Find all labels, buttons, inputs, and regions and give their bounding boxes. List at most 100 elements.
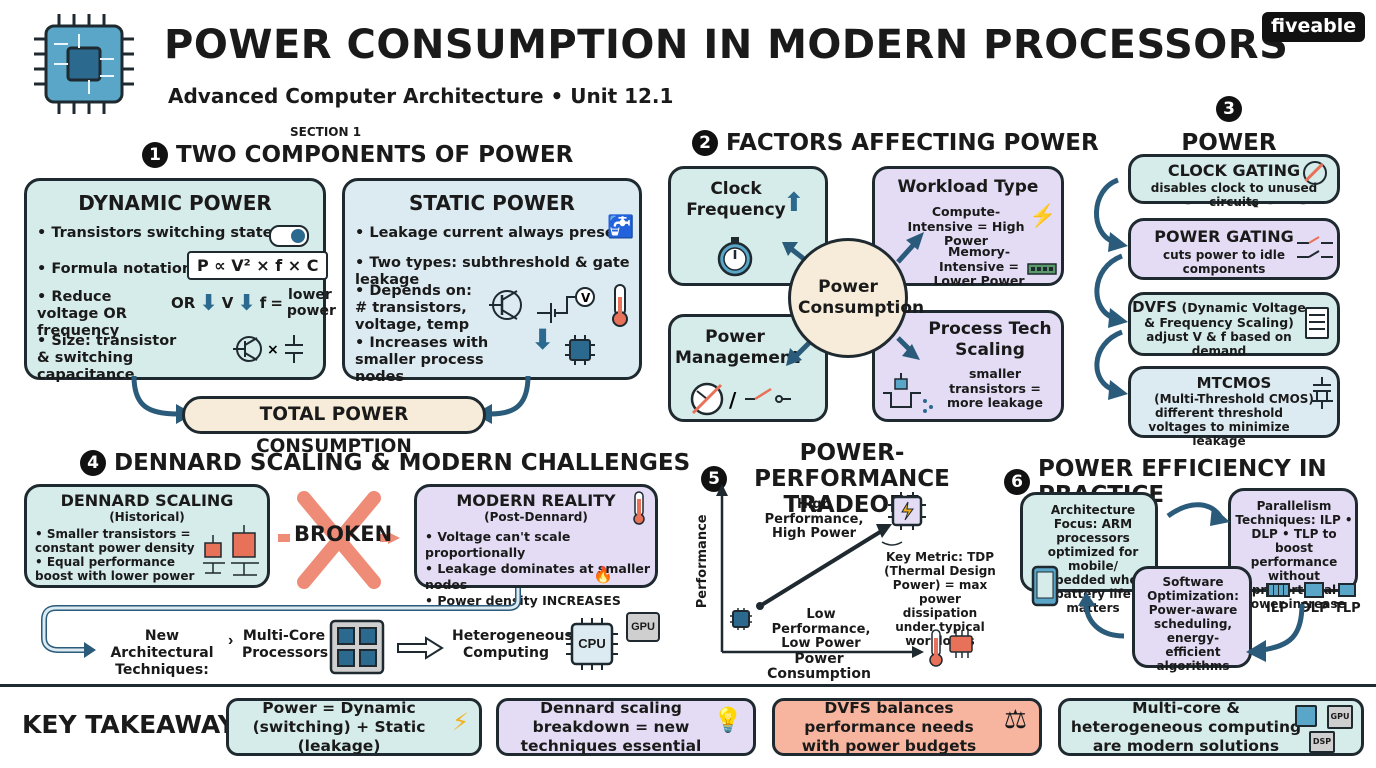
formula-box: P ∝ V² × f × C	[187, 251, 329, 280]
broken-cross-icon	[278, 491, 400, 589]
high-power-chip-icon	[888, 492, 926, 530]
multi-core-icon	[329, 619, 385, 675]
dlp-label: DLP	[1300, 601, 1329, 616]
takeaway-card-multicore: Multi-core & heterogeneous computing are…	[1058, 698, 1364, 756]
dynamic-item: • Formula notation:	[37, 261, 198, 277]
memory-stick-icon	[1027, 263, 1057, 275]
dynamic-item: • Transistors switching states	[37, 225, 282, 241]
brand-logo[interactable]: fiveable	[1262, 12, 1366, 42]
clock-gating-card[interactable]: CLOCK GATING disables clock to unused ci…	[1128, 154, 1340, 209]
cpu-chip-icon: CPU	[566, 618, 618, 670]
arrow-up-icon: ⬆	[783, 187, 805, 217]
heterogeneous-label: Heterogeneous Computing	[452, 628, 573, 661]
tradeoff-chart	[716, 484, 924, 658]
clock-off-icon	[1303, 161, 1327, 185]
thermometer-chip-icon	[929, 629, 973, 667]
process-tech-card: Process Tech Scaling smaller transistors…	[872, 310, 1064, 422]
dynamic-power-card: DYNAMIC POWER • Transistors switching st…	[24, 178, 336, 383]
low-power-chip-icon	[730, 608, 752, 630]
static-power-title: STATIC POWER	[409, 191, 575, 215]
ilp-label: ILP	[1266, 601, 1289, 616]
modern-reality-card: MODERN REALITY (Post-Dennard) • Voltage …	[414, 484, 658, 608]
transistor-leak-icon	[883, 373, 933, 413]
arrow-right-icon: ›	[228, 632, 234, 649]
dennard-item: • Smaller transistors = constant power d…	[35, 527, 195, 555]
workload-compute: Compute-Intensive = High Power	[907, 204, 1025, 248]
modern-item: • Voltage can't scale proportionally	[425, 529, 571, 560]
dynamic-item: • Size: transistor & switching capacitan…	[37, 333, 177, 383]
power-consumption-hub: Power Consumption	[788, 238, 924, 358]
multi-core-label: Multi-Core Processors	[242, 628, 329, 661]
svg-text:/: /	[729, 388, 737, 412]
arrow-down-icon: ⬇	[531, 323, 555, 356]
svg-text:×: ×	[267, 342, 279, 358]
modern-item: • Power density INCREASES	[425, 593, 621, 608]
static-item: • Depends on: # transistors, voltage, te…	[355, 283, 472, 333]
takeaway-card-power: Power = Dynamic (switching) + Static (le…	[226, 698, 482, 756]
dynamic-power-title: DYNAMIC POWER	[78, 191, 272, 215]
balance-scale-icon: ⚖	[1003, 705, 1027, 735]
page-subtitle: Advanced Computer Architecture • Unit 12…	[168, 84, 674, 108]
power-management-card: Power Management /	[668, 314, 828, 422]
cycle-arrows	[1078, 502, 1305, 662]
high-performance-label: High Performance, High Power	[764, 497, 864, 541]
transistor-capacitor-icon: ×	[233, 335, 303, 363]
software-optimization-card: Software Optimization: Power-aware sched…	[1132, 566, 1252, 673]
lightbulb-icon: 💡	[713, 706, 743, 734]
takeaways-divider	[0, 684, 1376, 687]
chart-ylabel: Performance	[694, 514, 710, 609]
flow-arrow	[41, 588, 521, 658]
takeaway-card-dennard: Dennard scaling breakdown = new techniqu…	[496, 698, 756, 756]
merge-arrows	[131, 375, 531, 424]
chip-icon	[1295, 705, 1317, 727]
switch-icon	[1297, 236, 1333, 258]
mtcmos-card[interactable]: MTCMOS (Multi-Threshold CMOS) different …	[1128, 366, 1340, 448]
page-title: POWER CONSUMPTION IN MODERN PROCESSORS	[164, 22, 1289, 68]
section5-title: POWER-PERFORMANCE TRADEOFF	[754, 440, 950, 518]
dennard-item: • Equal performance boost with lower pow…	[35, 555, 195, 583]
dsp-chip-icon: DSP	[1309, 731, 1335, 753]
fire-icon: 🔥	[593, 567, 613, 584]
transistor-stack-icon	[1311, 377, 1333, 409]
power-management-label: Power Management	[675, 327, 801, 368]
faucet-icon: 🚰	[607, 215, 635, 240]
section1-kicker: SECTION 1	[290, 125, 362, 139]
processor-chip-icon	[34, 14, 134, 114]
section1-title: TWO COMPONENTS OF POWER	[176, 142, 574, 168]
dynamic-item: • Reduce voltage OR frequency	[37, 289, 127, 339]
section4-heading: 4 DENNARD SCALING & MODERN CHALLENGES	[80, 450, 690, 476]
smartphone-icon	[1031, 565, 1059, 607]
takeaway-card-dvfs: DVFS balances performance needs with pow…	[772, 698, 1042, 756]
dennard-scaling-card: DENNARD SCALING (Historical) • Smaller t…	[24, 484, 270, 588]
transistor-scale-icon	[203, 525, 259, 576]
sliders-icon	[1305, 307, 1329, 339]
section1-heading: 1 TWO COMPONENTS OF POWER	[142, 142, 573, 168]
workload-memory: Memory-Intensive = Lower Power	[933, 244, 1025, 288]
logo-chip	[34, 14, 134, 114]
dvfs-card[interactable]: DVFS (Dynamic Voltage & Frequency Scalin…	[1128, 292, 1340, 358]
workload-title: Workload Type	[897, 177, 1039, 197]
static-item: • Two types: subthreshold & gate leakage	[355, 255, 630, 288]
static-power-card: STATIC POWER • Leakage current always pr…	[342, 178, 642, 385]
process-tech-title: Process Tech Scaling	[928, 319, 1052, 360]
gpu-chip-icon: GPU	[626, 612, 660, 642]
static-item: • Leakage current always present	[355, 225, 632, 241]
section1-number: 1	[142, 142, 168, 168]
power-gating-card[interactable]: POWER GATING cuts power to idle componen…	[1128, 218, 1340, 280]
chart-xlabel: Power Consumption	[767, 651, 871, 682]
arrow-down-icon: ⬇	[237, 290, 256, 316]
static-item: • Increases with smaller process nodes	[355, 335, 489, 385]
low-performance-label: Low Performance, Low Power	[771, 607, 871, 651]
section2-heading: 2 FACTORS AFFECTING POWER	[692, 130, 1099, 156]
gauge-switch-icon: /	[690, 382, 791, 416]
toggle-switch-icon	[269, 225, 309, 247]
arrow-down-icon: ⬇	[199, 290, 218, 316]
stopwatch-icon	[717, 237, 753, 277]
meter-label: V	[581, 291, 591, 305]
lightning-icon: ⚡	[452, 708, 469, 736]
modern-item: • Leakage dominates at smaller nodes	[425, 561, 651, 592]
workload-type-card: Workload Type Compute-Intensive = High P…	[872, 166, 1064, 288]
broken-label: BROKEN	[294, 522, 393, 546]
lightning-icon: ⚡	[1029, 203, 1057, 228]
section2-title: FACTORS AFFECTING POWER	[726, 130, 1099, 156]
